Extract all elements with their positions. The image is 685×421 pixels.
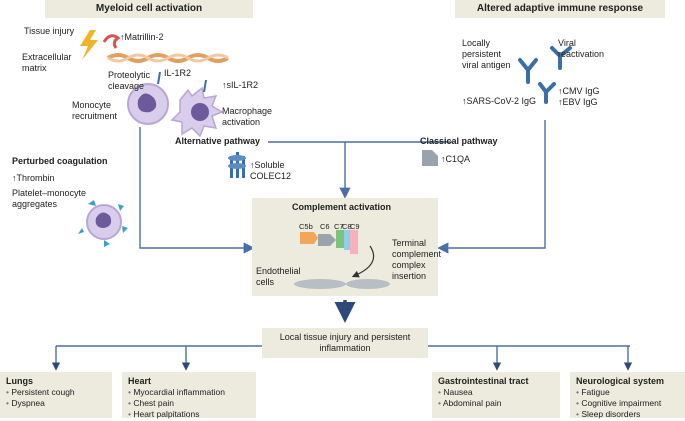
tissue-injury-label: Tissue injury (24, 26, 75, 36)
matrillin-icon (102, 34, 121, 49)
thrombin-label: ↑Thrombin (12, 173, 55, 183)
coagulation-title: Perturbed coagulation (12, 156, 108, 166)
extracellular-matrix-strand (106, 53, 230, 63)
lightning-icon (80, 30, 98, 60)
alternative-pathway-label: Alternative pathway (175, 136, 261, 146)
organ-neurological: Neurological system Fatigue Cognitive im… (570, 372, 685, 419)
c8-label: C8 (342, 222, 352, 231)
sil1r2-label: ↑sIL-1R2 (222, 80, 259, 90)
sars-igg-label: ↑SARS-CoV-2 IgG (462, 96, 537, 106)
c5b-label: C5b (299, 222, 313, 231)
organ-gastrointestinal: Gastrointestinal tract Nausea Abdominal … (432, 372, 560, 418)
ebv-igg-label: ↑EBV IgG (558, 97, 598, 107)
il1r2-label: IL-1R2 (164, 68, 192, 78)
adaptive-header: Altered adaptive immune response (455, 0, 665, 18)
cmv-igg-label: ↑CMV IgG (558, 86, 600, 96)
c1qa-label: ↑C1QA (441, 154, 471, 164)
myeloid-header: Myeloid cell activation (45, 0, 253, 18)
c7-label: C7 (334, 222, 344, 231)
antibody-icons (518, 46, 572, 104)
monocyte-cell (127, 71, 169, 125)
classical-pathway-label: Classical pathway (420, 136, 498, 146)
colec12-icon (228, 152, 246, 178)
c9-label: C9 (350, 222, 360, 231)
platelet-monocyte-aggregate (78, 200, 128, 247)
matrillin-label: ↑Matrillin-2 (120, 32, 164, 42)
organ-lungs: Lungs Persistent cough Dyspnea (0, 372, 112, 418)
c6-label: C6 (320, 222, 330, 231)
organ-heart: Heart Myocardial inflammation Chest pain… (122, 372, 256, 419)
macrophage-cell (170, 79, 224, 138)
complement-title: Complement activation (292, 202, 392, 212)
c1qa-icon (422, 150, 438, 166)
